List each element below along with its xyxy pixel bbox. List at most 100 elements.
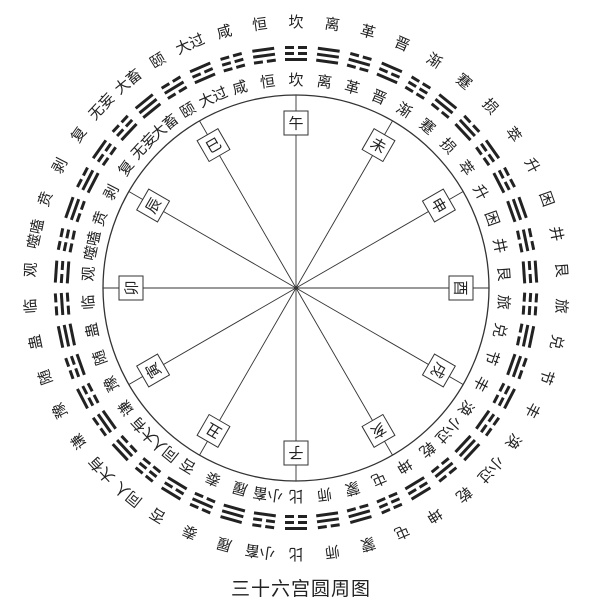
hexagram-icon [346, 52, 372, 73]
outer-name: 屯 [392, 521, 413, 543]
hexagram-icon [285, 515, 307, 530]
inner-name: 小畜 [252, 483, 284, 505]
outer-name: 复 [67, 123, 90, 146]
outer-name: 井 [546, 225, 567, 243]
branch-box: 寅 [136, 353, 171, 388]
branch-box-frame [196, 413, 231, 448]
inner-name: 临 [79, 294, 98, 310]
branch-box: 卯 [118, 275, 144, 301]
hexagram-icon [521, 260, 539, 284]
hexagram-icon [53, 292, 71, 316]
hexagram-icon [475, 139, 501, 167]
hexagram-icon [404, 75, 432, 100]
outer-name: 萃 [502, 123, 525, 146]
inner-name: 随 [89, 348, 111, 368]
inner-name: 咸 [230, 77, 249, 98]
diagram-caption: 三十六宫圆周图 [230, 578, 371, 600]
outer-name: 丰 [521, 400, 544, 422]
outer-name: 临 [21, 298, 40, 314]
branch-box: 子 [283, 440, 309, 466]
inner-name: 损 [436, 134, 459, 157]
outer-name: 师 [324, 542, 341, 562]
branch-box: 丑 [196, 413, 231, 448]
hexagram-icon [430, 457, 458, 483]
inner-name: 涣 [454, 397, 477, 420]
branch-box-frame [283, 110, 309, 136]
hexagram-icon [56, 323, 76, 349]
hexagram-icon [134, 93, 162, 119]
hexagram-icon [404, 476, 432, 501]
hexagram-icon [376, 491, 403, 515]
branch-label: 酉 [452, 280, 470, 295]
hexagram-icon [111, 114, 138, 142]
branch-box-frame [421, 353, 456, 388]
outer-name: 噬嗑 [24, 217, 48, 250]
outer-name: 离 [324, 15, 341, 35]
hexagram-icon [316, 46, 340, 65]
hexagram-icon [134, 457, 162, 483]
inner-name: 蒙 [342, 478, 361, 499]
outer-name: 豫 [48, 400, 71, 422]
hexagram-icon [91, 409, 117, 437]
branch-box: 戌 [421, 353, 456, 388]
inner-name: 井 [489, 236, 510, 254]
hexagram-icon [506, 196, 528, 223]
inner-name: 节 [481, 348, 503, 368]
outer-name: 涣 [502, 430, 525, 453]
inner-name: 谦 [114, 397, 137, 420]
hexagram-icon [189, 61, 216, 85]
inner-name: 兑 [489, 321, 510, 339]
hexagram-icon [430, 93, 458, 119]
outer-name: 履 [215, 533, 234, 554]
hexagram-icon [252, 46, 276, 65]
outer-name: 随 [34, 367, 56, 387]
hexagram-icon [220, 503, 246, 524]
hexagram-icon [220, 52, 246, 73]
hexagram-icon [454, 434, 481, 462]
outer-name: 谦 [67, 430, 90, 453]
inner-name: 否 [177, 454, 199, 477]
inner-name: 大过 [196, 83, 231, 111]
outer-name: 坤 [423, 504, 445, 527]
hexagram-glyphs [53, 46, 539, 530]
hexagram-icon [189, 491, 216, 515]
inner-name: 困 [481, 208, 503, 228]
branch-label: 子 [288, 444, 303, 462]
branch-box: 辰 [136, 188, 171, 223]
hexagram-icon [492, 166, 516, 194]
hexagram-icon [111, 434, 138, 462]
outer-name: 兑 [546, 333, 567, 351]
inner-name: 贲 [89, 208, 111, 228]
branch-box: 申 [421, 188, 456, 223]
outer-name: 艮 [552, 262, 571, 278]
outer-name: 蹇 [452, 70, 475, 93]
radial-spokes [103, 95, 489, 481]
hexagram-icon [160, 75, 188, 100]
inner-name: 蹇 [416, 115, 439, 138]
outer-name: 损 [479, 95, 502, 118]
outer-name: 咸 [215, 21, 234, 42]
branch-box: 未 [361, 128, 396, 163]
outer-name: 泰 [180, 521, 201, 543]
inner-name: 艮 [494, 266, 513, 282]
inner-name: 复 [114, 157, 137, 180]
outer-name: 大过 [173, 30, 208, 58]
hexagram-icon [53, 260, 71, 284]
outer-name: 小畜 [244, 541, 276, 563]
outer-name: 大畜 [111, 65, 146, 98]
inner-name: 恒 [259, 72, 276, 92]
hexagram-icon [160, 476, 188, 501]
hexagram-icon [316, 511, 340, 530]
inner-name: 履 [230, 478, 249, 499]
hexagram-icon [454, 114, 481, 142]
outer-name: 无妄 [85, 89, 119, 123]
inner-name: 观 [79, 266, 98, 282]
branch-box-frame [196, 128, 231, 163]
inner-name: 泰 [203, 468, 224, 490]
inner-name: 离 [316, 72, 333, 92]
inner-name: 颐 [177, 99, 199, 122]
hexagram-icon [376, 61, 403, 85]
outer-name: 剥 [48, 155, 71, 177]
inner-name: 坤 [393, 454, 415, 477]
outer-name: 蛊 [25, 333, 46, 351]
